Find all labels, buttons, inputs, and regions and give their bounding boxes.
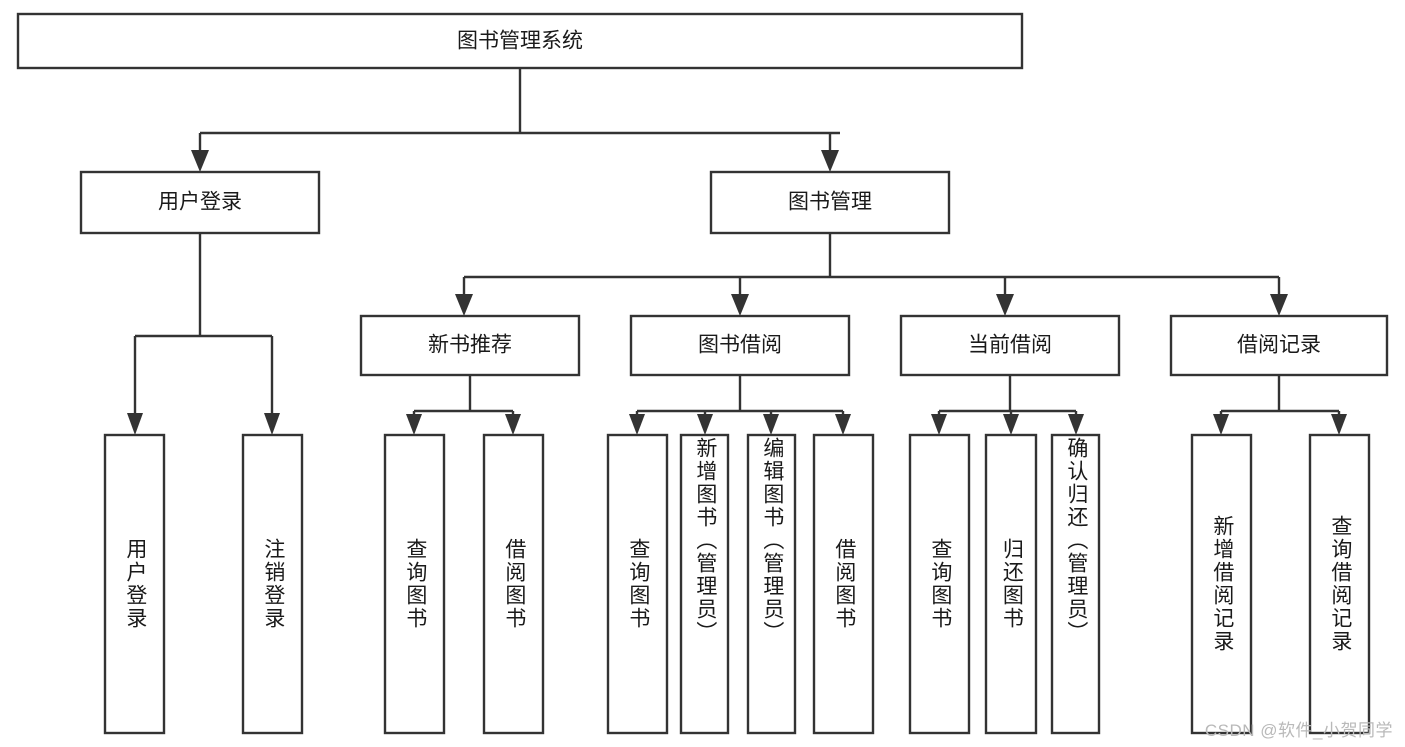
node-user-login-label: 用户登录 <box>158 191 242 214</box>
arrow-head-current-confirm <box>1068 414 1084 435</box>
arrow-head-borrow-record <box>1270 294 1288 316</box>
connector-group-borrow-book <box>629 375 851 435</box>
leaf-box-borrow-lend[interactable] <box>812 433 875 735</box>
node-new-book-recommend-label: 新书推荐 <box>428 334 512 357</box>
arrow-head-borrow-lend <box>835 414 851 435</box>
connector-group-new-book <box>406 375 521 435</box>
connector-group-borrow-record <box>1213 375 1347 435</box>
node-current-borrow-box <box>899 314 1121 377</box>
leaf-box-current-confirm[interactable] <box>1050 433 1101 735</box>
node-root-system-label: 图书管理系统 <box>457 30 583 53</box>
node-current-borrow[interactable]: 当前借阅 <box>899 314 1121 377</box>
arrow-head-new-book <box>455 294 473 316</box>
arrow-head-record-query <box>1331 414 1347 435</box>
connector-group-current-borrow <box>931 375 1084 435</box>
node-book-management-label: 图书管理 <box>788 191 872 214</box>
arrow-head-current-borrow <box>996 294 1014 316</box>
node-user-login-box <box>79 170 321 235</box>
leaf-box-borrow-query[interactable] <box>606 433 669 735</box>
arrow-head-newbook-borrow <box>505 414 521 435</box>
arrow-head-borrow-book <box>731 294 749 316</box>
leaf-box-logout[interactable] <box>241 433 304 735</box>
leaf-boxes <box>103 433 1371 735</box>
node-book-borrow[interactable]: 图书借阅 <box>629 314 851 377</box>
node-new-book-recommend-box <box>359 314 581 377</box>
connector-group-root <box>191 68 840 172</box>
leaf-box-user-login[interactable] <box>103 433 166 735</box>
arrow-head-newbook-query <box>406 414 422 435</box>
arrow-head-borrow-edit <box>763 414 779 435</box>
node-user-login[interactable]: 用户登录 <box>79 170 321 235</box>
node-borrow-record-label: 借阅记录 <box>1237 334 1321 357</box>
arrow-head-leaf-user-login <box>127 413 143 435</box>
leaf-box-newbook-borrow[interactable] <box>482 433 545 735</box>
node-root-system[interactable]: 图书管理系统 <box>16 12 1024 70</box>
leaf-box-record-query[interactable] <box>1308 433 1371 735</box>
leaf-box-record-add[interactable] <box>1190 433 1253 735</box>
node-root-system-box <box>16 12 1024 70</box>
arrow-head-record-add <box>1213 414 1229 435</box>
node-book-borrow-box <box>629 314 851 377</box>
connector-group-book-manage <box>455 233 1288 316</box>
arrow-head-borrow-add <box>697 414 713 435</box>
node-book-management[interactable]: 图书管理 <box>709 170 951 235</box>
arrow-head-current-query <box>931 414 947 435</box>
arrow-head-book-manage <box>821 150 839 172</box>
arrow-head-current-return <box>1003 414 1019 435</box>
node-borrow-record[interactable]: 借阅记录 <box>1169 314 1389 377</box>
connector-group-user-login <box>127 233 280 435</box>
leaf-box-current-query[interactable] <box>908 433 971 735</box>
leaf-box-borrow-add[interactable] <box>679 433 730 735</box>
node-book-borrow-label: 图书借阅 <box>698 334 782 357</box>
leaf-box-newbook-query[interactable] <box>383 433 446 735</box>
arrow-head-user-login <box>191 150 209 172</box>
leaf-box-current-return[interactable] <box>984 433 1038 735</box>
arrow-head-leaf-logout <box>264 413 280 435</box>
leaf-box-borrow-edit[interactable] <box>746 433 797 735</box>
arrow-head-borrow-query <box>629 414 645 435</box>
node-book-management-box <box>709 170 951 235</box>
node-current-borrow-label: 当前借阅 <box>968 334 1052 357</box>
node-borrow-record-box <box>1169 314 1389 377</box>
node-new-book-recommend[interactable]: 新书推荐 <box>359 314 581 377</box>
